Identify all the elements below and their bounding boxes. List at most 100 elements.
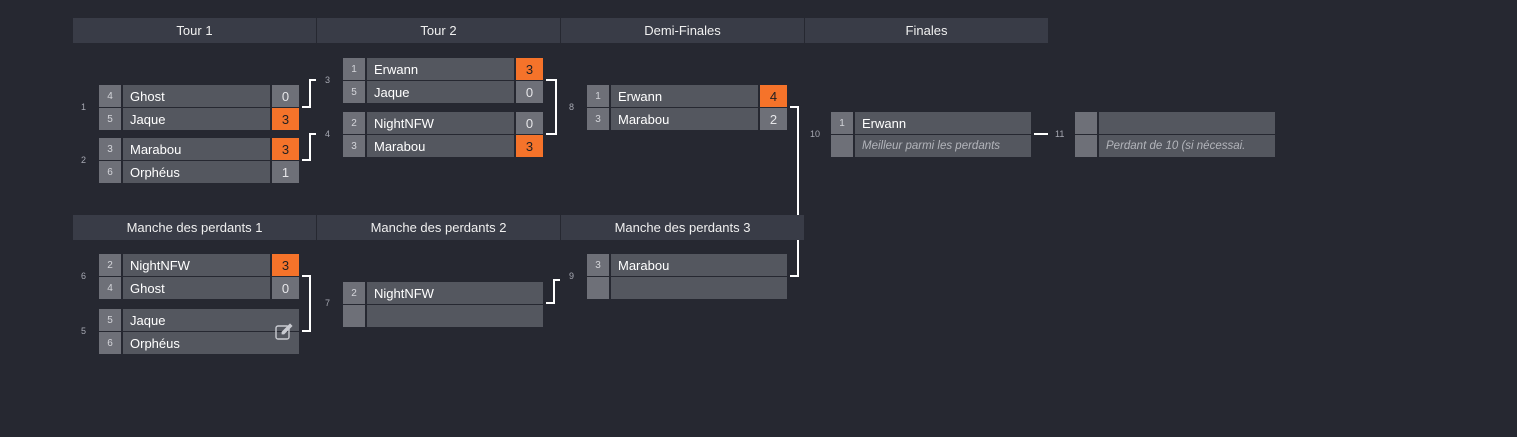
- seed-badge: 4: [99, 85, 123, 107]
- match-number: 7: [325, 298, 331, 308]
- player-name: [611, 277, 787, 299]
- seed-badge: [1075, 135, 1099, 157]
- match-card-7[interactable]: 2 NightNFW: [343, 282, 543, 328]
- player-name: Marabou: [374, 138, 426, 154]
- player-row: 6 Orphéus 1: [99, 161, 299, 184]
- round-header-losers-2: Manche des perdants 2: [317, 215, 560, 240]
- match-number: 5: [81, 326, 87, 336]
- score-box-winner: 3: [270, 254, 299, 276]
- player-row: 2 NightNFW 0: [343, 112, 543, 135]
- match-card-5[interactable]: 5 Jaque 6 Orphéus: [99, 309, 299, 355]
- player-name: Marabou: [618, 257, 670, 273]
- score-box: 2: [758, 108, 787, 130]
- placeholder-name: Perdant de 10 (si nécessai.: [1106, 140, 1246, 152]
- player-row: [587, 277, 787, 300]
- round-header-losers-3: Manche des perdants 3: [561, 215, 804, 240]
- seed-badge: 3: [587, 108, 611, 130]
- match-card-9[interactable]: 3 Marabou: [587, 254, 787, 300]
- match-number: 4: [325, 129, 331, 139]
- player-name: Ghost: [130, 280, 165, 296]
- placeholder-name: Meilleur parmi les perdants: [862, 140, 1001, 152]
- match-card-6[interactable]: 2 NightNFW 3 4 Ghost 0: [99, 254, 299, 300]
- player-row: [1075, 112, 1275, 135]
- match-number: 6: [81, 271, 87, 281]
- match-card-11[interactable]: Perdant de 10 (si nécessai.: [1075, 112, 1275, 158]
- player-name: NightNFW: [374, 115, 434, 131]
- score-box-winner: 4: [758, 85, 787, 107]
- player-row: 4 Ghost 0: [99, 85, 299, 108]
- seed-badge: [587, 277, 611, 299]
- player-row: [343, 305, 543, 328]
- player-row: 3 Marabou 3: [343, 135, 543, 158]
- score-box-winner: 3: [514, 58, 543, 80]
- match-number: 9: [569, 271, 575, 281]
- match-card-10[interactable]: 1 Erwann Meilleur parmi les perdants: [831, 112, 1031, 158]
- player-name: [367, 305, 543, 327]
- seed-badge: [1075, 112, 1099, 134]
- match-number: 11: [1055, 129, 1065, 139]
- player-name: Orphéus: [130, 335, 180, 351]
- round-header-tour-1: Tour 1: [73, 18, 316, 43]
- player-name: Orphéus: [130, 164, 180, 180]
- score-box-winner: 3: [270, 138, 299, 160]
- seed-badge: 3: [343, 135, 367, 157]
- player-row: 1 Erwann: [831, 112, 1031, 135]
- player-name: [1099, 112, 1275, 134]
- player-row: 1 Erwann 3: [343, 58, 543, 81]
- player-name: Jaque: [374, 84, 410, 100]
- seed-badge: 6: [99, 332, 123, 354]
- round-header-losers-1: Manche des perdants 1: [73, 215, 316, 240]
- player-name: Jaque: [130, 312, 166, 328]
- player-row: 5 Jaque 0: [343, 81, 543, 104]
- match-number: 3: [325, 75, 331, 85]
- player-row: 3 Marabou: [587, 254, 787, 277]
- player-name: NightNFW: [130, 257, 190, 273]
- player-row: 2 NightNFW 3: [99, 254, 299, 277]
- match-number: 10: [810, 129, 821, 139]
- match-card-8[interactable]: 1 Erwann 4 3 Marabou 2: [587, 85, 787, 131]
- match-card-4[interactable]: 2 NightNFW 0 3 Marabou 3: [343, 112, 543, 158]
- match-number: 1: [81, 102, 87, 112]
- score-box: 1: [270, 161, 299, 183]
- player-row: 5 Jaque 3: [99, 108, 299, 131]
- player-row: 6 Orphéus: [99, 332, 299, 355]
- seed-badge: 4: [99, 277, 123, 299]
- seed-badge: 6: [99, 161, 123, 183]
- player-row: 5 Jaque: [99, 309, 299, 332]
- match-card-1[interactable]: 4 Ghost 0 5 Jaque 3: [99, 85, 299, 131]
- player-name: Jaque: [130, 111, 166, 127]
- player-name: Erwann: [862, 115, 907, 131]
- player-row: Meilleur parmi les perdants: [831, 135, 1031, 158]
- seed-badge: 1: [587, 85, 611, 107]
- player-row: 3 Marabou 3: [99, 138, 299, 161]
- seed-badge: 5: [99, 108, 123, 130]
- round-header-tour-2: Tour 2: [317, 18, 560, 43]
- seed-badge: 2: [343, 112, 367, 134]
- player-name: Ghost: [130, 88, 165, 104]
- seed-badge: [831, 135, 855, 157]
- match-card-3[interactable]: 1 Erwann 3 5 Jaque 0: [343, 58, 543, 104]
- player-name: Marabou: [618, 111, 670, 127]
- score-box: 0: [270, 85, 299, 107]
- seed-badge: 3: [99, 138, 123, 160]
- seed-badge: 2: [343, 282, 367, 304]
- match-card-2[interactable]: 3 Marabou 3 6 Orphéus 1: [99, 138, 299, 184]
- player-name: NightNFW: [374, 285, 434, 301]
- player-row: 1 Erwann 4: [587, 85, 787, 108]
- seed-badge: 5: [99, 309, 123, 331]
- seed-badge: 1: [343, 58, 367, 80]
- player-name: Marabou: [130, 141, 182, 157]
- player-row: 2 NightNFW: [343, 282, 543, 305]
- edit-icon[interactable]: [274, 322, 294, 342]
- round-header-finales: Finales: [805, 18, 1048, 43]
- seed-badge: 3: [587, 254, 611, 276]
- seed-badge: 1: [831, 112, 855, 134]
- score-box-winner: 3: [270, 108, 299, 130]
- player-name: Erwann: [618, 88, 663, 104]
- match-number: 2: [81, 155, 87, 165]
- score-box: 0: [514, 81, 543, 103]
- score-box: 0: [270, 277, 299, 299]
- seed-badge: 5: [343, 81, 367, 103]
- match-number: 8: [569, 102, 575, 112]
